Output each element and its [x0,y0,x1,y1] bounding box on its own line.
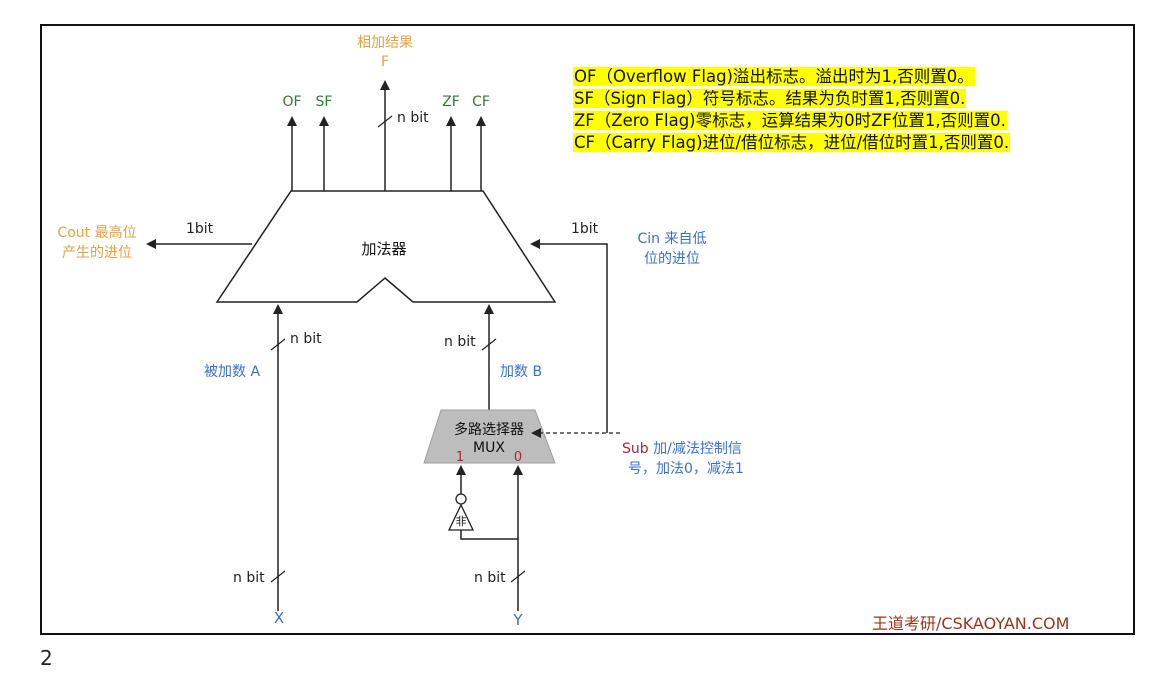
x-width-slash [270,570,286,583]
f-width-slash [377,115,393,128]
note-of: OF（Overflow Flag)溢出标志。溢出时为1,否则置0。 [573,66,1010,88]
sf-label: SF [316,94,333,110]
b-width-slash [481,338,497,351]
mux-label-line1: 多路选择器 [454,421,524,438]
note-sf-text: SF（Sign Flag）符号标志。结果为负时置1,否则置0. [573,89,967,108]
sub-label-line2: 号，加法0，减法1 [628,461,744,477]
operand-b-label: 加数 B [500,364,542,380]
operand-a-label: 被加数 A [204,364,260,380]
y-width-label: n bit [474,570,506,586]
zf-label: ZF [442,94,460,110]
cout-label-line1: Cout 最高位 [57,224,136,241]
not-gate [447,503,475,531]
cin-label-line1: Cin 来自低 [638,231,707,247]
credit-text: 王道考研/CSKAOYAN.COM [872,614,1070,633]
output-label-line2: F [381,54,389,70]
input-x-label: X [274,609,284,627]
cin-label-line2: 位的进位 [644,251,700,267]
sub-label-line1: Sub 加/减法控制信 [622,441,742,457]
adder-block [215,190,557,303]
sub-prefix: Sub [622,441,649,457]
cout-width-label: 1bit [186,221,214,237]
mux-input-0-label: 0 [514,450,522,465]
note-cf: CF（Carry Flag)进位/借位标志，进位/借位时置1,否则置0. [573,132,1011,154]
mux-block [423,409,556,464]
of-label: OF [282,94,301,110]
sub-desc-line1: 加/减法控制信 [649,441,742,457]
cin-width-label: 1bit [571,221,599,237]
cf-label: CF [472,94,490,110]
note-cf-text: CF（Carry Flag)进位/借位标志，进位/借位时置1,否则置0. [573,133,1011,152]
mux-input-1-label: 1 [456,450,464,465]
a-width-slash-top [270,338,286,351]
note-sf: SF（Sign Flag）符号标志。结果为负时置1,否则置0. [573,88,1010,110]
note-of-text: OF（Overflow Flag)溢出标志。溢出时为1,否则置0。 [573,67,975,86]
x-width-label: n bit [233,570,265,586]
note-zf: ZF（Zero Flag)零标志，运算结果为0时ZF位置1,否则置0. [573,110,1010,132]
a-width-label-top: n bit [290,331,322,347]
mux-label-line2: MUX [473,440,505,456]
not-gate-label: 非 [456,515,467,528]
flag-notes: OF（Overflow Flag)溢出标志。溢出时为1,否则置0。 SF（Sig… [573,66,1011,154]
cout-label-line2: 产生的进位 [62,245,132,261]
adder-label: 加法器 [361,240,406,258]
cin-wire [530,239,608,433]
y-branch-wire [460,530,518,540]
diagram-frame [40,24,1135,635]
note-zf-text: ZF（Zero Flag)零标志，运算结果为0时ZF位置1,否则置0. [573,111,1007,130]
y-width-slash [510,570,526,583]
output-label-line1: 相加结果 [357,35,413,51]
f-width-label: n bit [397,110,429,126]
input-y-label: Y [512,611,523,629]
page-number: 2 [40,646,53,670]
b-width-label: n bit [444,334,476,350]
not-gate-bubble [455,493,467,505]
